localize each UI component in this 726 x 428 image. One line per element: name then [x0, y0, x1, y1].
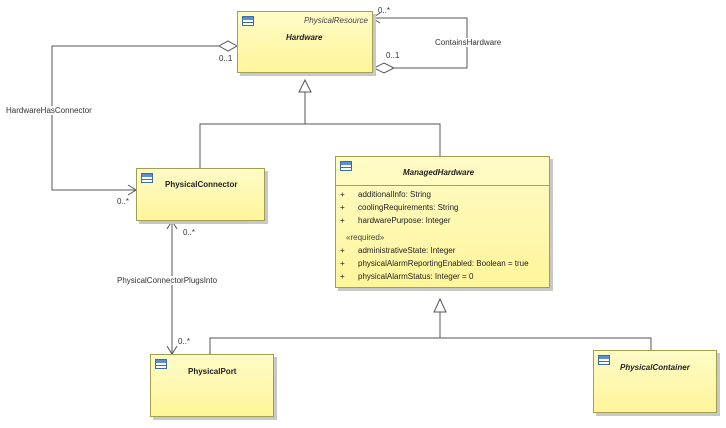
- physical-connector-name: PhysicalConnector: [165, 180, 238, 189]
- attribute-row: +: [340, 259, 345, 268]
- required-stereotype-label: «required»: [346, 233, 385, 242]
- class-physical-container[interactable]: PhysicalContainer: [593, 350, 717, 413]
- contains-hardware-mult-bottom: 0..1: [386, 51, 400, 60]
- attribute-row: +: [340, 246, 345, 255]
- class-hardware[interactable]: PhysicalResource Hardware: [237, 11, 373, 73]
- attribute-row: +: [340, 216, 345, 225]
- attribute-additional-info: additionalInfo: String: [358, 190, 431, 199]
- hardware-has-connector-label: HardwareHasConnector: [6, 106, 92, 115]
- attribute-row: +: [340, 203, 345, 212]
- attribute-administrative-state: administrativeState: Integer: [358, 246, 456, 255]
- class-icon: [598, 355, 610, 365]
- connector-plugs-into-mult-port: 0..*: [178, 337, 191, 346]
- hardware-stereotype: PhysicalResource: [303, 16, 368, 25]
- contains-hardware-aggregation-diamond: [372, 62, 396, 74]
- attribute-row: +: [340, 190, 345, 199]
- hardware-has-connector-line[interactable]: [51, 45, 204, 191]
- generalization-hardware-line: [199, 92, 441, 168]
- attribute-physical-alarm-reporting-enabled: physicalAlarmReportingEnabled: Boolean =…: [358, 259, 529, 268]
- generalization-managed-hardware-line: [209, 312, 652, 354]
- connector-plugs-into-mult-connector: 0..*: [183, 228, 196, 237]
- contains-hardware-label: ContainsHardware: [435, 38, 502, 47]
- hardware-has-connector-aggregation-diamond: [217, 40, 239, 52]
- attribute-hardware-purpose: hardwarePurpose: Integer: [358, 216, 451, 225]
- attribute-row: +: [340, 272, 345, 281]
- class-icon: [340, 161, 352, 171]
- generalization-managed-hardware-arrowhead: [433, 297, 447, 313]
- contains-hardware-mult-top: 0..*: [378, 6, 391, 15]
- managed-hardware-name: ManagedHardware: [403, 168, 475, 177]
- physical-container-name: PhysicalContainer: [620, 363, 690, 372]
- class-icon: [141, 173, 153, 183]
- hardware-has-connector-mult-hardware: 0..1: [219, 54, 233, 63]
- physical-port-name: PhysicalPort: [188, 367, 237, 376]
- attribute-physical-alarm-status: physicalAlarmStatus: Integer = 0: [358, 272, 474, 281]
- class-icon: [242, 16, 254, 26]
- attribute-cooling-requirements: coolingRequirements: String: [358, 203, 459, 212]
- hardware-name: Hardware: [286, 33, 323, 42]
- connector-plugs-into-label: PhysicalConnectorPlugsInto: [117, 276, 218, 285]
- attribute-compartment-divider: [336, 185, 549, 186]
- class-physical-port[interactable]: PhysicalPort: [150, 354, 274, 417]
- class-physical-connector[interactable]: PhysicalConnector: [136, 168, 265, 221]
- connector-plugs-into-arrowhead-top: [166, 220, 178, 230]
- generalization-hardware-arrowhead: [298, 78, 312, 93]
- class-managed-hardware[interactable]: ManagedHardware + additionalInfo: String…: [335, 156, 550, 288]
- hardware-has-connector-mult-connector: 0..*: [117, 197, 130, 206]
- class-icon: [155, 359, 167, 369]
